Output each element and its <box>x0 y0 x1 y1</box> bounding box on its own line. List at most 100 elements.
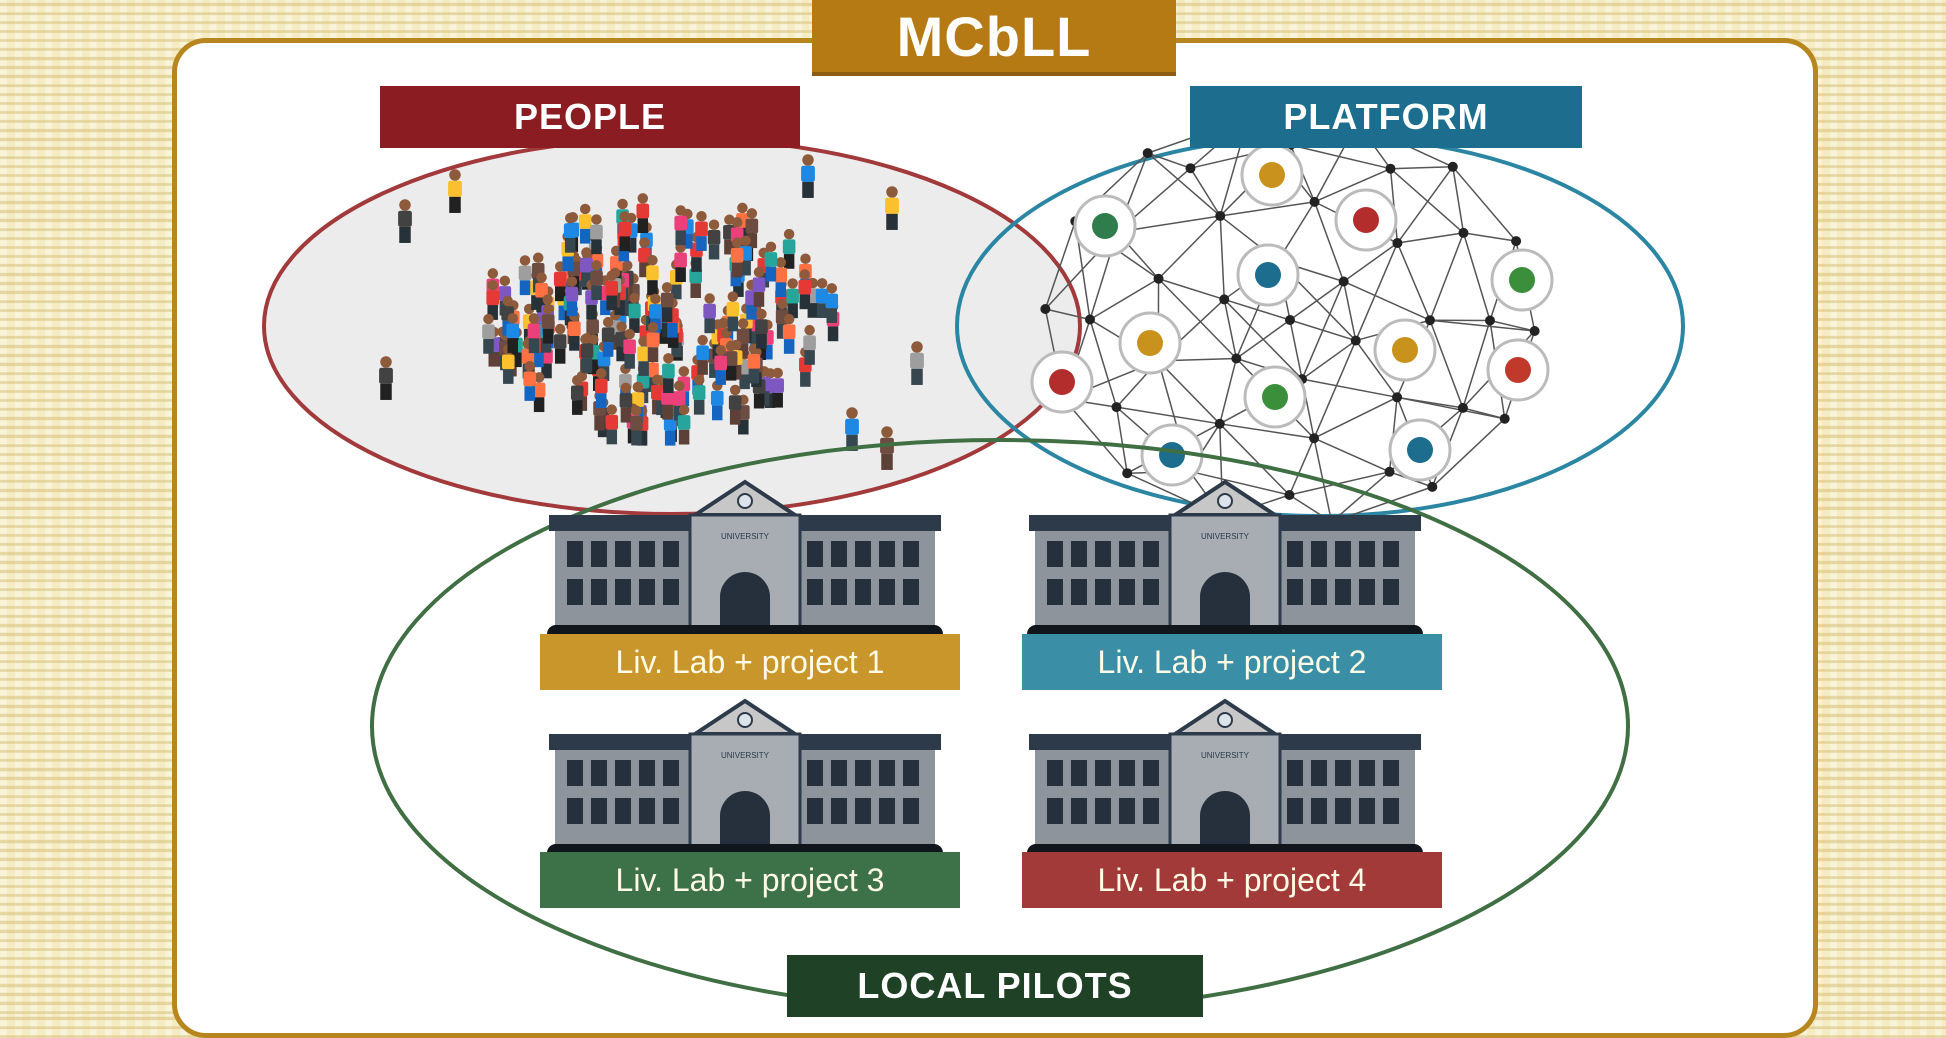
network-link <box>1290 320 1302 379</box>
person-figure <box>379 356 393 400</box>
network-link <box>1190 168 1220 216</box>
person-figure <box>674 205 687 245</box>
person-figure <box>595 368 608 408</box>
person-figure <box>398 199 412 243</box>
person-figure <box>519 255 532 295</box>
person-figure <box>661 282 674 322</box>
network-link <box>1390 169 1463 233</box>
network-link <box>1397 397 1505 418</box>
network-link <box>1224 299 1236 358</box>
local-pilots-label: LOCAL PILOTS <box>787 955 1203 1017</box>
network-node <box>1122 468 1132 478</box>
network-node <box>1215 211 1225 221</box>
person-figure <box>590 260 603 300</box>
building-sign: UNIVERSITY <box>721 532 770 541</box>
person-figure <box>910 341 924 385</box>
person-figure <box>885 186 899 230</box>
person-figure <box>605 270 618 310</box>
person-figure <box>753 267 766 307</box>
person-figure <box>628 293 641 333</box>
person-figure <box>845 407 859 451</box>
network-link <box>1148 153 1220 216</box>
network-link <box>1397 167 1452 243</box>
person-figure <box>678 405 691 445</box>
bug-icon <box>1336 190 1396 250</box>
person-figure <box>571 375 584 415</box>
person-figure <box>748 343 761 383</box>
person-figure <box>771 368 784 408</box>
chart-icon <box>1492 250 1552 310</box>
network-node <box>1154 274 1164 284</box>
network-node <box>1427 482 1437 492</box>
network-node <box>1458 403 1468 413</box>
network-node <box>1215 419 1225 429</box>
network-link <box>1314 438 1389 472</box>
person-figure <box>647 322 660 362</box>
network-node <box>1231 354 1241 364</box>
person-figure <box>696 335 709 375</box>
person-figure <box>729 385 742 425</box>
university-building: UNIVERSITY <box>547 701 943 862</box>
network-node <box>1385 164 1395 174</box>
network-node <box>1310 197 1320 207</box>
person-figure <box>554 324 567 364</box>
person-figure <box>703 293 716 333</box>
people-label: PEOPLE <box>380 86 800 148</box>
person-figure <box>579 204 592 244</box>
person-figure <box>568 311 581 351</box>
network-node <box>1385 467 1395 477</box>
person-figure <box>765 242 778 282</box>
network-link <box>1148 153 1191 168</box>
building-sign: UNIVERSITY <box>1201 751 1250 760</box>
home-icon <box>1075 196 1135 256</box>
network-link <box>1302 379 1397 397</box>
network-link <box>1397 233 1463 243</box>
cloud-upload-icon <box>1375 320 1435 380</box>
person-figure <box>564 213 577 253</box>
network-link <box>1430 320 1463 408</box>
venn-diagram: UNIVERSITY UNIVERSITY UNIVERSITY UNIVERSITY <box>0 0 1946 1014</box>
network-link <box>1463 233 1516 241</box>
network-link <box>1159 216 1221 279</box>
building-sign: UNIVERSITY <box>721 751 770 760</box>
chat-icon <box>1238 245 1298 305</box>
network-node <box>1448 162 1458 172</box>
person-figure <box>662 353 675 393</box>
person-figure <box>528 313 541 353</box>
monitor-icon <box>1120 313 1180 373</box>
building-sign: UNIVERSITY <box>1201 532 1250 541</box>
person-figure <box>523 361 536 401</box>
person-figure <box>825 283 838 323</box>
network-node <box>1285 315 1295 325</box>
network-node <box>1530 326 1540 336</box>
network-node <box>1392 392 1402 402</box>
network-link <box>1463 320 1490 407</box>
network-link <box>1314 397 1397 438</box>
person-figure <box>693 375 706 415</box>
network-link <box>1430 233 1463 320</box>
person-figure <box>482 314 495 354</box>
network-node <box>1219 294 1229 304</box>
person-figure <box>695 211 708 251</box>
person-figure <box>711 380 724 420</box>
network-link <box>1390 167 1452 169</box>
network-node <box>1284 490 1294 500</box>
person-figure <box>566 276 579 316</box>
person-figure <box>630 406 643 446</box>
network-link <box>1463 233 1490 321</box>
network-link <box>1344 281 1356 340</box>
person-figure <box>880 426 894 470</box>
person-figure <box>636 193 649 233</box>
person-figure <box>801 154 815 198</box>
network-node <box>1511 236 1521 246</box>
university-building: UNIVERSITY <box>1027 482 1423 643</box>
network-node <box>1351 336 1361 346</box>
person-figure <box>602 317 615 357</box>
person-figure <box>506 313 519 353</box>
person-figure <box>542 304 555 344</box>
platform-label: PLATFORM <box>1190 86 1582 148</box>
clock-icon <box>1488 340 1548 400</box>
project-4-label: Liv. Lab + project 4 <box>1022 852 1442 908</box>
platform-icons <box>1032 145 1552 485</box>
network-link <box>1463 408 1505 419</box>
